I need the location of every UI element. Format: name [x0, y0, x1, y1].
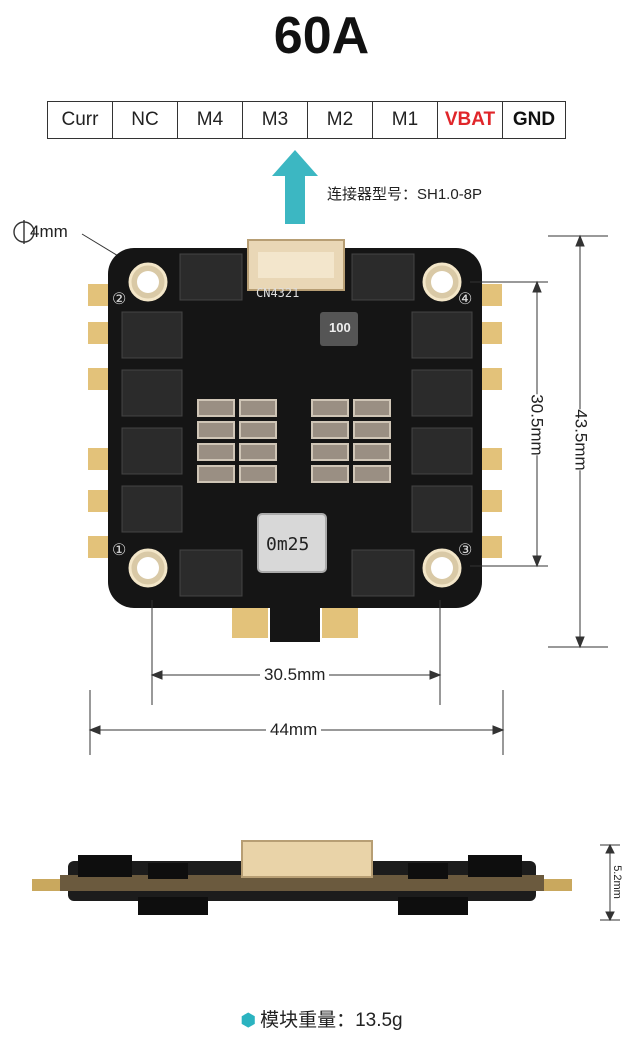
connector-model-label: 连接器型号：SH1.0-8P — [327, 186, 483, 203]
connector-silkscreen: CN4321 — [256, 286, 300, 300]
up-arrow-icon — [272, 150, 318, 224]
pin-label: Curr — [48, 102, 113, 138]
page-title: 60A — [273, 7, 370, 65]
esc-side-profile-image — [32, 840, 572, 915]
hole-diameter-label: 4mm — [30, 222, 68, 241]
inductor-marking: 100 — [329, 320, 351, 335]
corner-number: ① — [112, 542, 127, 559]
corner-number: ④ — [458, 291, 473, 308]
pin-label: M2 — [308, 102, 373, 138]
pin-label-vbat: VBAT — [438, 102, 503, 138]
module-weight: ⬢模块重量：13.5g — [0, 1005, 643, 1032]
board-height-label: 43.5mm — [570, 409, 591, 471]
pinout-table: Curr NC M4 M3 M2 M1 VBAT GND — [47, 101, 566, 139]
pin-label-gnd: GND — [512, 109, 556, 130]
thickness-label: 5.2mm — [610, 865, 623, 899]
mount-height-label: 30.5mm — [526, 394, 547, 456]
pin-label: M4 — [178, 102, 243, 138]
pin-label: M1 — [373, 102, 438, 138]
pin-label: NC — [113, 102, 178, 138]
hole-diameter-icon — [13, 220, 139, 269]
corner-number: ② — [112, 291, 127, 308]
mount-width-label: 30.5mm — [260, 665, 330, 685]
board-width-label: 44mm — [266, 720, 322, 740]
esc-board-image — [88, 239, 502, 642]
corner-number: ③ — [458, 542, 473, 559]
pin-label: M3 — [243, 102, 308, 138]
hexagon-bullet-icon: ⬢ — [240, 1010, 257, 1030]
weight-label: 模块重量：13.5g — [260, 1010, 403, 1031]
capacitor-marking: 0m25 — [266, 534, 310, 555]
